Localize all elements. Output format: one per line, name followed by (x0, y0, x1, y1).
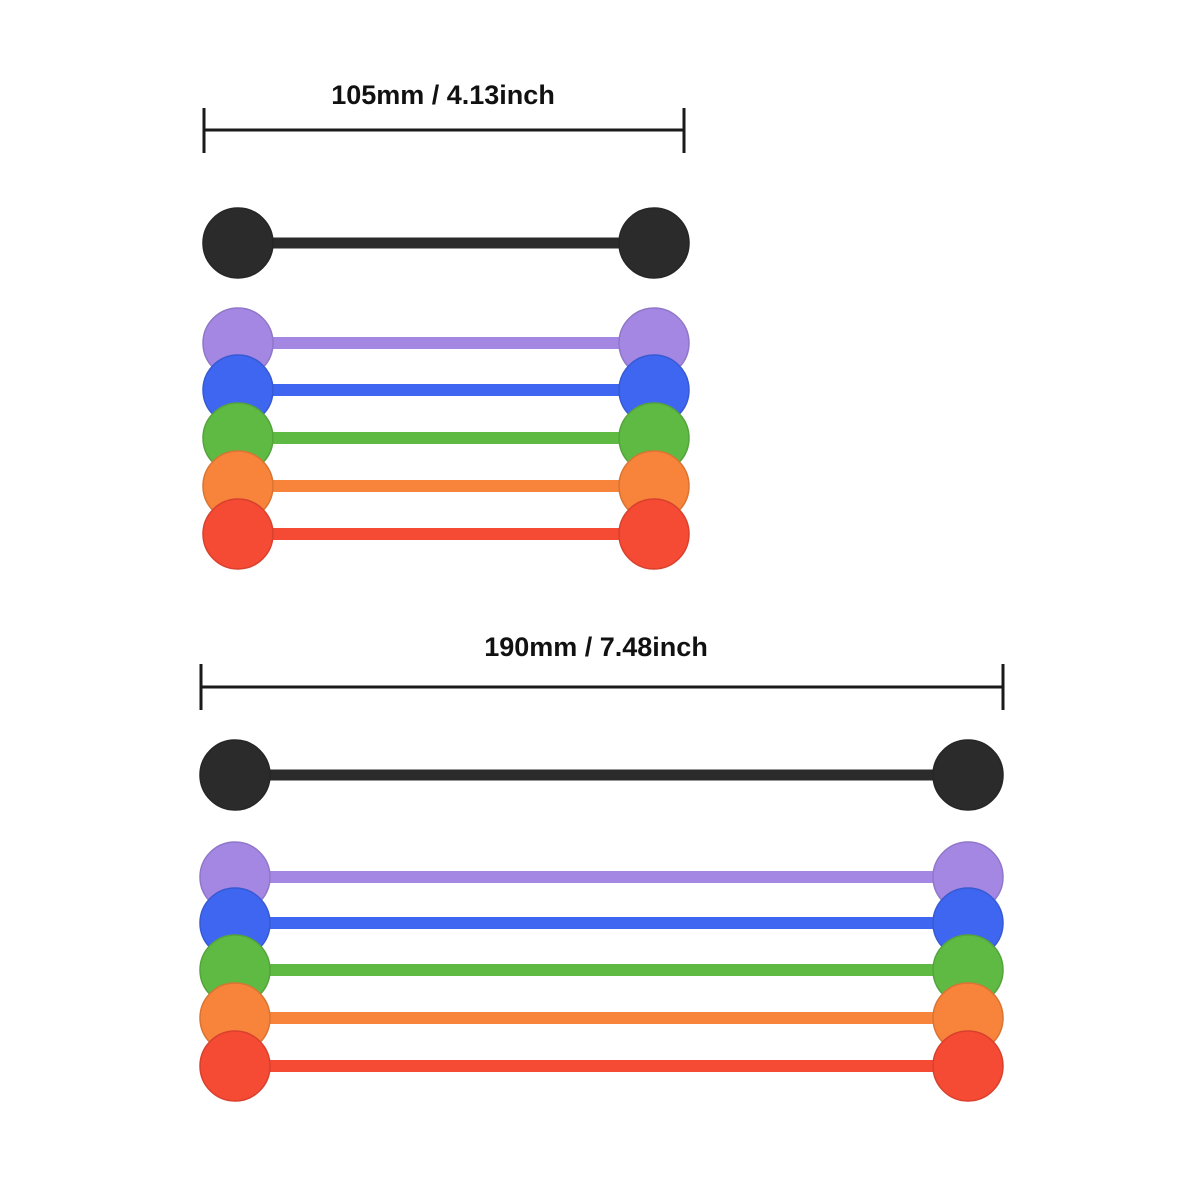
long-tie-length-label: 190mm / 7.48inch (484, 632, 708, 662)
short-tie-4 (202, 402, 690, 474)
long-tie-6 (199, 1030, 1004, 1102)
short-tie-5 (202, 450, 690, 522)
short-tie-6 (202, 498, 690, 570)
long-tie-dimension-line (199, 664, 1005, 710)
long-tie-5 (199, 982, 1004, 1054)
long-tie-group: 190mm / 7.48inch (199, 632, 1005, 1102)
short-tie-2 (202, 307, 690, 379)
long-tie-1 (199, 739, 1004, 811)
short-tie-left-magnet (202, 207, 274, 279)
short-tie-left-magnet (202, 498, 274, 570)
long-tie-stack (199, 739, 1004, 1102)
short-tie-group: 105mm / 4.13inch (202, 80, 690, 570)
long-tie-4 (199, 934, 1004, 1006)
long-tie-left-magnet (199, 1030, 271, 1102)
short-tie-length-label: 105mm / 4.13inch (331, 80, 555, 110)
long-tie-3 (199, 887, 1004, 959)
long-tie-right-magnet (932, 1030, 1004, 1102)
long-tie-2 (199, 841, 1004, 913)
short-tie-stack (202, 207, 690, 570)
short-tie-1 (202, 207, 690, 279)
long-tie-left-magnet (199, 739, 271, 811)
long-tie-right-magnet (932, 739, 1004, 811)
short-tie-right-magnet (618, 498, 690, 570)
short-tie-dimension-line (202, 108, 686, 153)
short-tie-3 (202, 354, 690, 426)
short-tie-right-magnet (618, 207, 690, 279)
